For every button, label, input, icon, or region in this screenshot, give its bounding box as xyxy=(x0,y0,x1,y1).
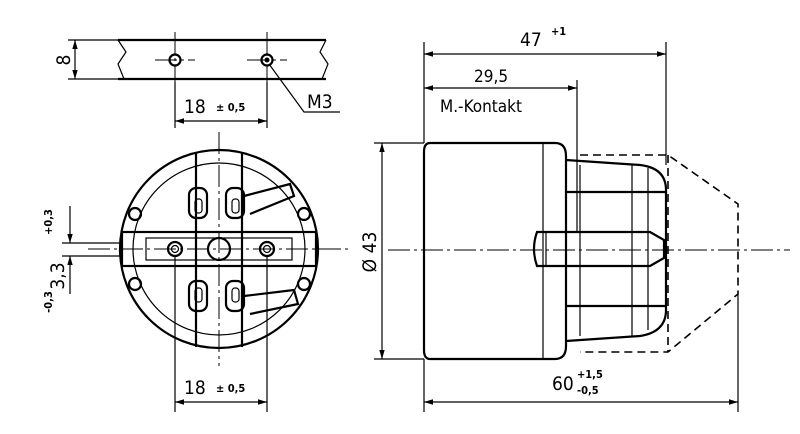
contact-label: M.-Kontakt xyxy=(440,97,522,117)
fixing-hole-lr xyxy=(296,276,312,292)
max-length-tol-lower: -0,5 xyxy=(577,384,599,397)
offset-lower-tolerance: -0,3 xyxy=(42,291,55,313)
terminal-lower-left xyxy=(187,279,209,313)
max-length-label: 60 xyxy=(552,373,574,395)
fixing-hole-ul xyxy=(127,206,143,222)
socket-side-view: Ø 43 47 +1 29,5 M.-Kontakt 60 +1,5 -0,5 xyxy=(359,25,790,412)
thread-label: M3 xyxy=(307,91,333,113)
max-length-tol-upper: +1,5 xyxy=(577,368,603,381)
hole-spacing-top-label: 18 xyxy=(184,96,206,118)
fixing-hole-ur xyxy=(296,206,312,222)
contact-length-label: 29,5 xyxy=(474,67,508,87)
strip-height-label: 8 xyxy=(53,55,75,66)
offset-upper-tolerance: +0,3 xyxy=(42,209,55,235)
hole-spacing-top-tolerance: ± 0,5 xyxy=(216,101,245,114)
socket-body xyxy=(422,141,568,361)
hole-spacing-bottom-label: 18 xyxy=(184,377,206,399)
strip-break-left xyxy=(117,39,127,80)
terminal-upper-left xyxy=(187,186,209,220)
diameter-label: Ø 43 xyxy=(359,232,381,273)
overall-length-tolerance: +1 xyxy=(551,25,566,38)
socket-front-view: 3,3 +0,3 -0,3 18 ± 0,5 xyxy=(42,132,350,412)
max-extension-outline xyxy=(580,154,739,353)
center-contact xyxy=(532,230,666,268)
fixing-hole-ll xyxy=(127,276,143,292)
offset-label: 3,3 xyxy=(47,262,69,289)
terminal-upper-right xyxy=(224,186,246,220)
hole-spacing-bottom-tolerance: ± 0,5 xyxy=(216,382,245,395)
mounting-strip-view: 8 18 ± 0,5 M3 xyxy=(53,32,340,128)
strip-break-right xyxy=(319,39,329,80)
overall-length-label: 47 xyxy=(520,29,542,51)
thread-leader xyxy=(268,63,340,113)
